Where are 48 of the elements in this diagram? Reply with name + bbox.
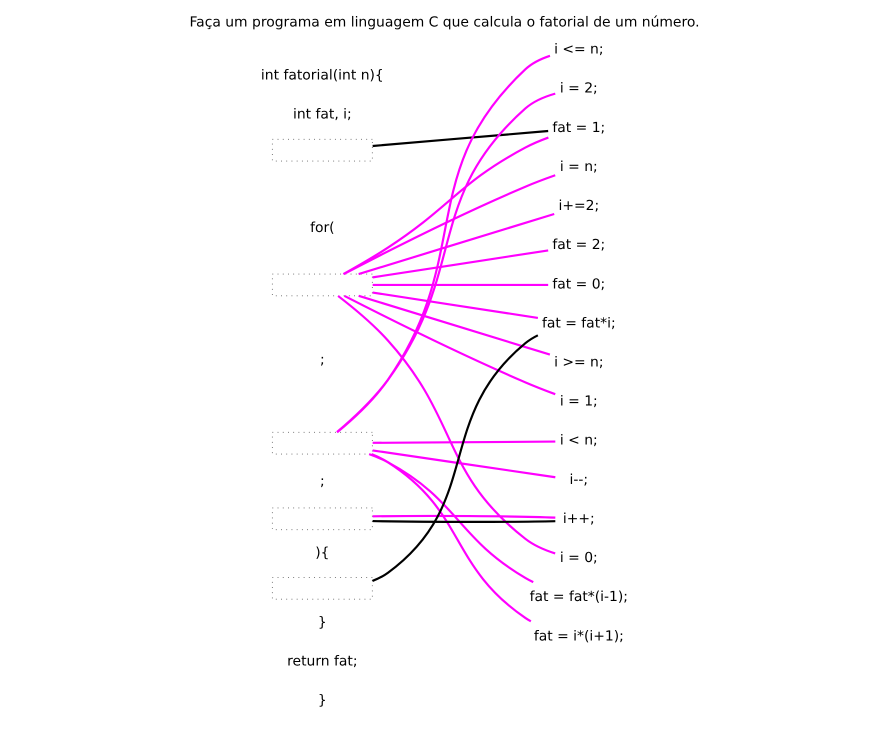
node-text: fat = 2;: [552, 237, 606, 254]
node-text: fat = fat*(i-1);: [530, 589, 628, 606]
connector: [372, 130, 548, 148]
node-box: [272, 274, 373, 296]
node-box: [272, 138, 373, 162]
label: ){: [315, 544, 330, 561]
connector: [372, 440, 556, 444]
label: int fat, i;: [292, 106, 352, 123]
connector: [342, 136, 549, 275]
connector: [358, 212, 555, 276]
node-box: [272, 432, 373, 454]
label: return fat;: [287, 654, 358, 670]
node-text: fat = fat*i;: [542, 315, 616, 332]
label: }: [318, 614, 327, 630]
node-text: i--;: [570, 472, 588, 488]
connector: [372, 520, 556, 523]
node-text: i++;: [562, 510, 595, 527]
node-text: i >= n;: [554, 354, 604, 370]
node-text: fat = 0;: [552, 276, 606, 292]
connector: [372, 249, 548, 278]
connector: [368, 453, 534, 584]
node-text: i = n;: [560, 158, 598, 175]
node-text: i < n;: [560, 432, 598, 449]
label: ;: [320, 474, 325, 490]
connector: [344, 294, 556, 396]
connector: [372, 514, 556, 519]
connector: [371, 453, 532, 622]
node-text: fat = i*(i+1);: [534, 628, 624, 644]
diagram-title: Faça um programa em linguagem C que calcula o fatorial de um número.: [189, 14, 700, 31]
connector: [358, 294, 550, 356]
label: }: [318, 692, 327, 709]
node-text: i <= n;: [554, 42, 604, 58]
node-text: i = 2;: [560, 80, 598, 97]
connector: [372, 284, 548, 286]
connector: [343, 174, 556, 276]
node-box: [272, 508, 373, 530]
connector: [337, 295, 556, 554]
connector: [372, 291, 538, 319]
node-text: i = 1;: [560, 394, 598, 410]
connector: [372, 334, 538, 582]
label: int fatorial(int n){: [260, 68, 384, 84]
node-text: i+=2;: [558, 198, 600, 214]
connector: [372, 449, 556, 478]
label: ;: [320, 352, 325, 368]
node-text: fat = 1;: [552, 120, 606, 136]
node-box: [272, 577, 373, 600]
node-text: i = 0;: [560, 550, 598, 566]
label: for(: [310, 220, 335, 236]
